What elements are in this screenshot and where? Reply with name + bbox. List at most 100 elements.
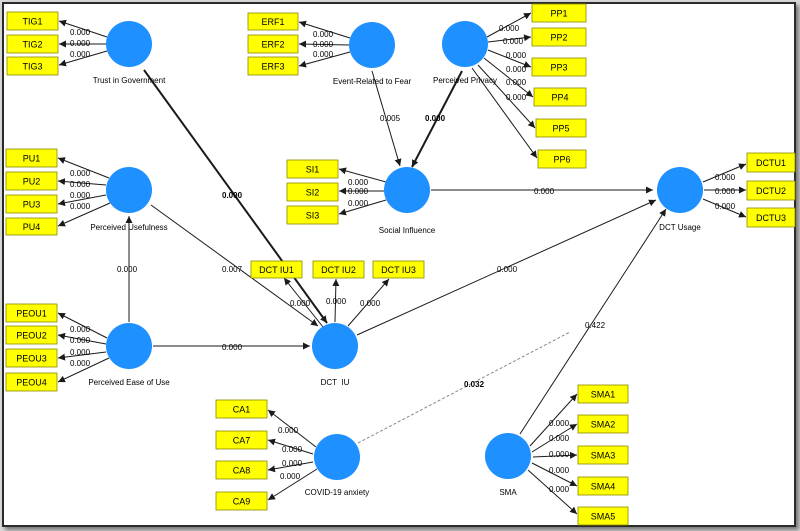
construct-label: Social Influence xyxy=(379,226,436,235)
indicator-label: CA8 xyxy=(233,466,251,476)
loading-arrow xyxy=(486,12,532,38)
loading-arrow xyxy=(532,451,578,459)
indicator-erf2[interactable]: ERF2 xyxy=(247,34,299,54)
indicator-ca1[interactable]: CA1 xyxy=(215,399,268,419)
loading-tig2: 0.000 xyxy=(70,39,91,48)
coef-pp-si: 0.000 xyxy=(425,114,446,123)
path-pu-to-dctiu[interactable] xyxy=(150,204,319,327)
indicator-dctu2[interactable]: DCTU2 xyxy=(746,180,796,201)
indicator-si2[interactable]: SI2 xyxy=(286,182,339,202)
construct-perceived-privacy[interactable]: Perceived Privacy xyxy=(433,21,497,85)
loading-arrow xyxy=(267,438,314,455)
loading-arrow xyxy=(57,178,107,186)
indicator-pu4[interactable]: PU4 xyxy=(5,217,58,236)
indicator-pu3[interactable]: PU3 xyxy=(5,194,58,214)
loading-pu3: 0.000 xyxy=(70,191,91,200)
indicator-si1[interactable]: SI1 xyxy=(286,159,339,179)
loading-sma1: 0.000 xyxy=(549,419,570,428)
indicator-label: PU3 xyxy=(23,200,41,210)
indicator-peou3[interactable]: PEOU3 xyxy=(5,348,58,368)
indicator-tig2[interactable]: TIG2 xyxy=(6,34,59,54)
indicator-ca9[interactable]: CA9 xyxy=(215,491,268,511)
path-dctiu-to-dctu[interactable] xyxy=(356,199,657,336)
construct-perceived-ease-of-use[interactable]: Perceived Ease of Use xyxy=(88,323,170,387)
construct-event-related-to-fear[interactable]: Event-Related to Fear xyxy=(333,22,412,86)
indicator-sma3[interactable]: SMA3 xyxy=(577,445,629,465)
path-pp-to-si[interactable] xyxy=(411,70,463,168)
indicator-pp6[interactable]: PP6 xyxy=(537,149,587,169)
indicator-si3[interactable]: SI3 xyxy=(286,205,339,225)
construct-sma[interactable]: SMA xyxy=(485,433,531,497)
indicator-dctiu3[interactable]: DCT IU3 xyxy=(372,260,425,279)
indicator-label: TIG2 xyxy=(22,40,42,50)
construct-label: SMA xyxy=(499,488,517,497)
path-coefficients: 0.000 0.005 0.000 0.000 0.007 0.000 0.00… xyxy=(117,114,606,389)
loading-arrow xyxy=(57,357,110,383)
indicator-dctu1[interactable]: DCTU1 xyxy=(746,152,796,173)
indicator-label: PEOU3 xyxy=(16,354,47,364)
construct-covid-19-anxiety[interactable]: COVID-19 anxiety xyxy=(305,434,369,497)
construct-perceived-usefulness[interactable]: Perceived Usefulness xyxy=(90,167,168,232)
loading-arrow xyxy=(338,167,387,183)
indicator-tig3[interactable]: TIG3 xyxy=(6,56,59,76)
loading-ca7: 0.000 xyxy=(282,445,303,454)
indicator-tig1[interactable]: TIG1 xyxy=(6,11,59,31)
loading-dctiu2: 0.000 xyxy=(326,297,347,306)
construct-dct-usage[interactable]: DCT Usage xyxy=(657,167,703,232)
indicator-pp1[interactable]: PP1 xyxy=(531,3,587,23)
loading-ca8: 0.000 xyxy=(282,459,303,468)
indicator-dctu3[interactable]: DCTU3 xyxy=(746,207,796,228)
indicator-label: PP4 xyxy=(551,93,568,103)
construct-trust-in-government[interactable]: Trust in Government xyxy=(93,21,166,85)
path-erf-to-si[interactable] xyxy=(371,70,402,167)
indicator-pp5[interactable]: PP5 xyxy=(535,118,587,138)
indicator-dctiu1[interactable]: DCT IU1 xyxy=(250,260,303,279)
loading-peou2: 0.000 xyxy=(70,336,91,345)
loading-arrow xyxy=(57,202,111,227)
indicator-dctiu2[interactable]: DCT IU2 xyxy=(312,260,365,279)
coef-peou-dctiu: 0.000 xyxy=(222,343,243,352)
loading-arrow xyxy=(57,332,107,345)
indicator-label: DCT IU2 xyxy=(321,265,356,275)
path-sma-to-dctu[interactable] xyxy=(519,208,667,435)
indicator-pu2[interactable]: PU2 xyxy=(5,171,58,191)
loading-ca1: 0.000 xyxy=(278,426,299,435)
indicator-label: PEOU2 xyxy=(16,331,47,341)
indicator-label: PP6 xyxy=(553,155,570,165)
indicator-label: CA1 xyxy=(233,405,251,415)
indicator-label: DCTU2 xyxy=(756,186,786,196)
indicator-pp3[interactable]: PP3 xyxy=(531,57,587,77)
loading-arrow xyxy=(702,163,747,183)
indicator-ca7[interactable]: CA7 xyxy=(215,430,268,450)
indicator-pu1[interactable]: PU1 xyxy=(5,148,58,168)
loading-si2: 0.000 xyxy=(348,187,369,196)
indicator-sma1[interactable]: SMA1 xyxy=(577,384,629,404)
loading-sma3: 0.000 xyxy=(549,450,570,459)
loading-erf2: 0.000 xyxy=(313,40,334,49)
loading-arrow xyxy=(487,34,532,43)
indicator-peou2[interactable]: PEOU2 xyxy=(5,325,58,345)
loading-arrow xyxy=(471,67,538,159)
indicator-peou1[interactable]: PEOU1 xyxy=(5,303,58,323)
construct-social-influence[interactable]: Social Influence xyxy=(379,167,436,235)
indicator-sma2[interactable]: SMA2 xyxy=(577,414,629,434)
loading-arrow xyxy=(267,461,314,473)
indicator-peou4[interactable]: PEOU4 xyxy=(5,372,58,392)
indicator-label: SI2 xyxy=(306,188,320,198)
construct-dct-iu[interactable]: DCT IU xyxy=(312,323,358,387)
indicator-erf3[interactable]: ERF3 xyxy=(247,56,299,76)
loading-si1: 0.000 xyxy=(348,178,369,187)
indicator-ca8[interactable]: CA8 xyxy=(215,460,268,480)
indicator-pp2[interactable]: PP2 xyxy=(531,27,587,47)
indicator-sma5[interactable]: SMA5 xyxy=(577,506,629,526)
loading-arrow xyxy=(531,462,578,487)
loading-pp5: 0.000 xyxy=(506,78,527,87)
construct-label: COVID-19 anxiety xyxy=(305,488,369,497)
indicator-erf1[interactable]: ERF1 xyxy=(247,12,299,31)
indicator-sma4[interactable]: SMA4 xyxy=(577,476,629,496)
loading-si3: 0.000 xyxy=(348,199,369,208)
coef-tig-dctiu: 0.000 xyxy=(222,191,243,200)
path-tig-to-dctiu[interactable] xyxy=(143,69,328,324)
indicator-pp4[interactable]: PP4 xyxy=(533,87,587,107)
